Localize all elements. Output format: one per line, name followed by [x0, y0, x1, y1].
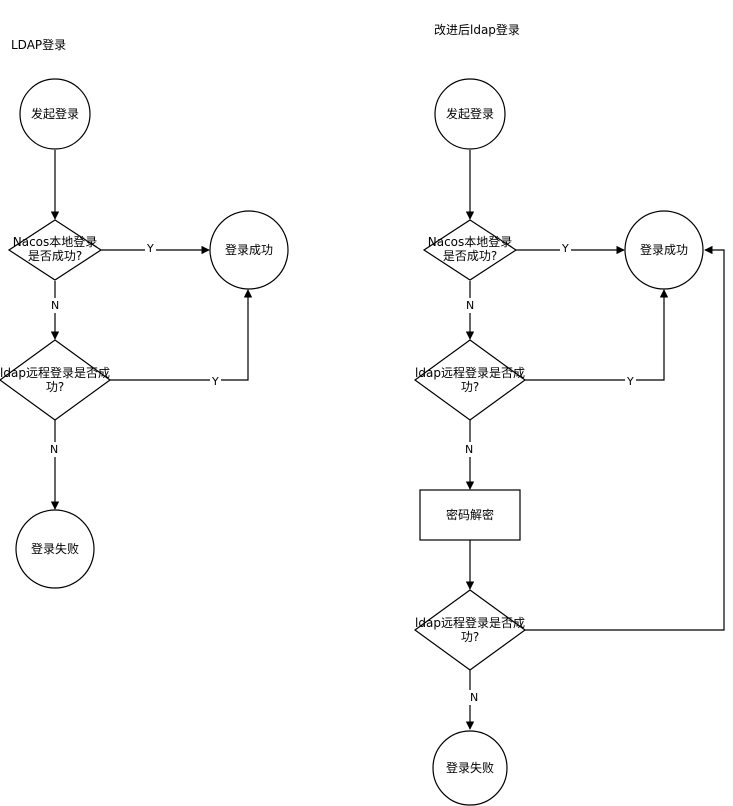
- edge-ldap-yes-to-success: [110, 289, 253, 381]
- left-title: LDAP登录: [11, 37, 66, 52]
- left-ldap-check-line1: ldap远程登录是否成: [0, 365, 110, 380]
- left-local-no-label: N: [51, 299, 59, 312]
- left-local-check-line2: 是否成功?: [28, 249, 82, 263]
- right-ldap-check-line2: 功?: [461, 380, 479, 394]
- left-ldap-no-label: N: [50, 443, 58, 456]
- left-local-yes-label: Y: [146, 242, 154, 255]
- right-ldap-check-line1: ldap远程登录是否成: [415, 365, 525, 380]
- right-start-label: 发起登录: [446, 106, 494, 121]
- right-local-check-node: Nacos本地登录 是否成功?: [422, 219, 518, 281]
- right-ldap2-no-label: N: [470, 691, 478, 704]
- right-fail-node: 登录失败: [432, 730, 508, 806]
- left-fail-label: 登录失败: [31, 541, 79, 556]
- right-success-label: 登录成功: [640, 242, 688, 257]
- right-decrypt-label: 密码解密: [446, 507, 494, 522]
- left-flowchart: LDAP登录 Y N Y N 发起登录 Nacos本地登录 是否成功? ldap…: [0, 37, 289, 589]
- left-local-check-line1: Nacos本地登录: [13, 234, 98, 249]
- left-success-node: 登录成功: [209, 210, 289, 290]
- left-ldap-check-line2: 功?: [46, 380, 64, 394]
- edge-r-ldap2-yes-to-success: [525, 245, 725, 631]
- right-ldap-check2-line2: 功?: [461, 630, 479, 644]
- left-start-label: 发起登录: [31, 106, 79, 121]
- right-local-check-line2: 是否成功?: [443, 249, 497, 263]
- edge-r-ldap-yes-to-success: [525, 289, 669, 381]
- right-ldap-check2-line1: ldap远程登录是否成: [415, 615, 525, 630]
- right-local-no-label: N: [466, 299, 474, 312]
- right-ldap-yes-label: Y: [626, 375, 634, 388]
- right-local-check-line1: Nacos本地登录: [428, 234, 513, 249]
- right-title: 改进后ldap登录: [434, 22, 520, 37]
- right-ldap-check-node: ldap远程登录是否成 功?: [413, 339, 527, 421]
- left-fail-node: 登录失败: [15, 509, 95, 589]
- left-ldap-yes-label: Y: [211, 375, 219, 388]
- right-decrypt-node: 密码解密: [419, 489, 521, 541]
- right-flowchart: 改进后ldap登录 Y N Y N N 发起登录 Nacos本地登录 是否成功?: [413, 22, 725, 806]
- left-start-node: 发起登录: [19, 78, 91, 150]
- right-fail-label: 登录失败: [446, 760, 494, 775]
- right-ldap-no-label: N: [465, 443, 473, 456]
- left-local-check-node: Nacos本地登录 是否成功?: [7, 219, 103, 281]
- left-ldap-check-node: ldap远程登录是否成 功?: [0, 339, 112, 421]
- right-start-node: 发起登录: [434, 78, 506, 150]
- left-success-label: 登录成功: [225, 242, 273, 257]
- right-local-yes-label: Y: [561, 242, 569, 255]
- right-ldap-check2-node: ldap远程登录是否成 功?: [413, 589, 527, 671]
- right-success-node: 登录成功: [624, 210, 704, 290]
